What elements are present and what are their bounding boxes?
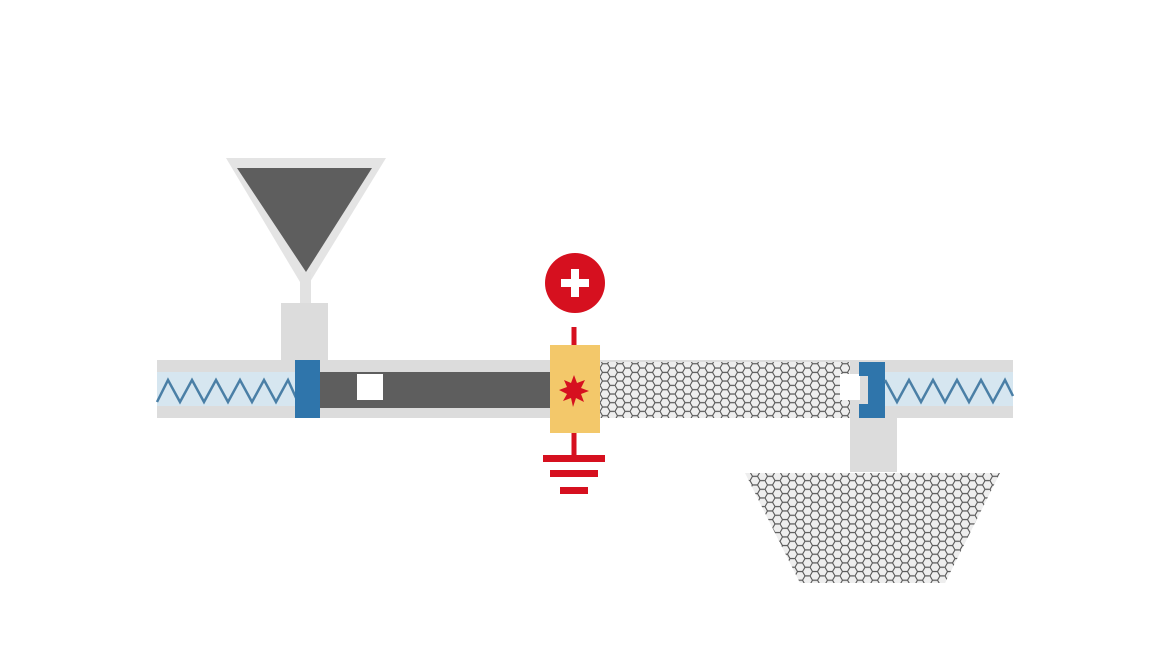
spark-icon (559, 375, 589, 407)
feed-hopper (226, 158, 386, 361)
graphene-collection-bin (745, 473, 1000, 583)
ground-icon (543, 455, 605, 494)
right-marker (840, 374, 860, 400)
left-piston (295, 360, 320, 418)
outlet-chute (850, 418, 897, 472)
hopper-neck (281, 303, 328, 361)
graphene-product-in-tube (600, 362, 850, 418)
right-spring (883, 372, 1015, 406)
left-spring (155, 372, 299, 406)
hopper-funnel (237, 168, 372, 272)
plus-circle-icon (545, 253, 605, 313)
flash-electrode (543, 253, 605, 494)
right-piston (859, 362, 885, 418)
carbon-feedstock-rod (320, 372, 552, 408)
rod-marker (357, 374, 383, 400)
